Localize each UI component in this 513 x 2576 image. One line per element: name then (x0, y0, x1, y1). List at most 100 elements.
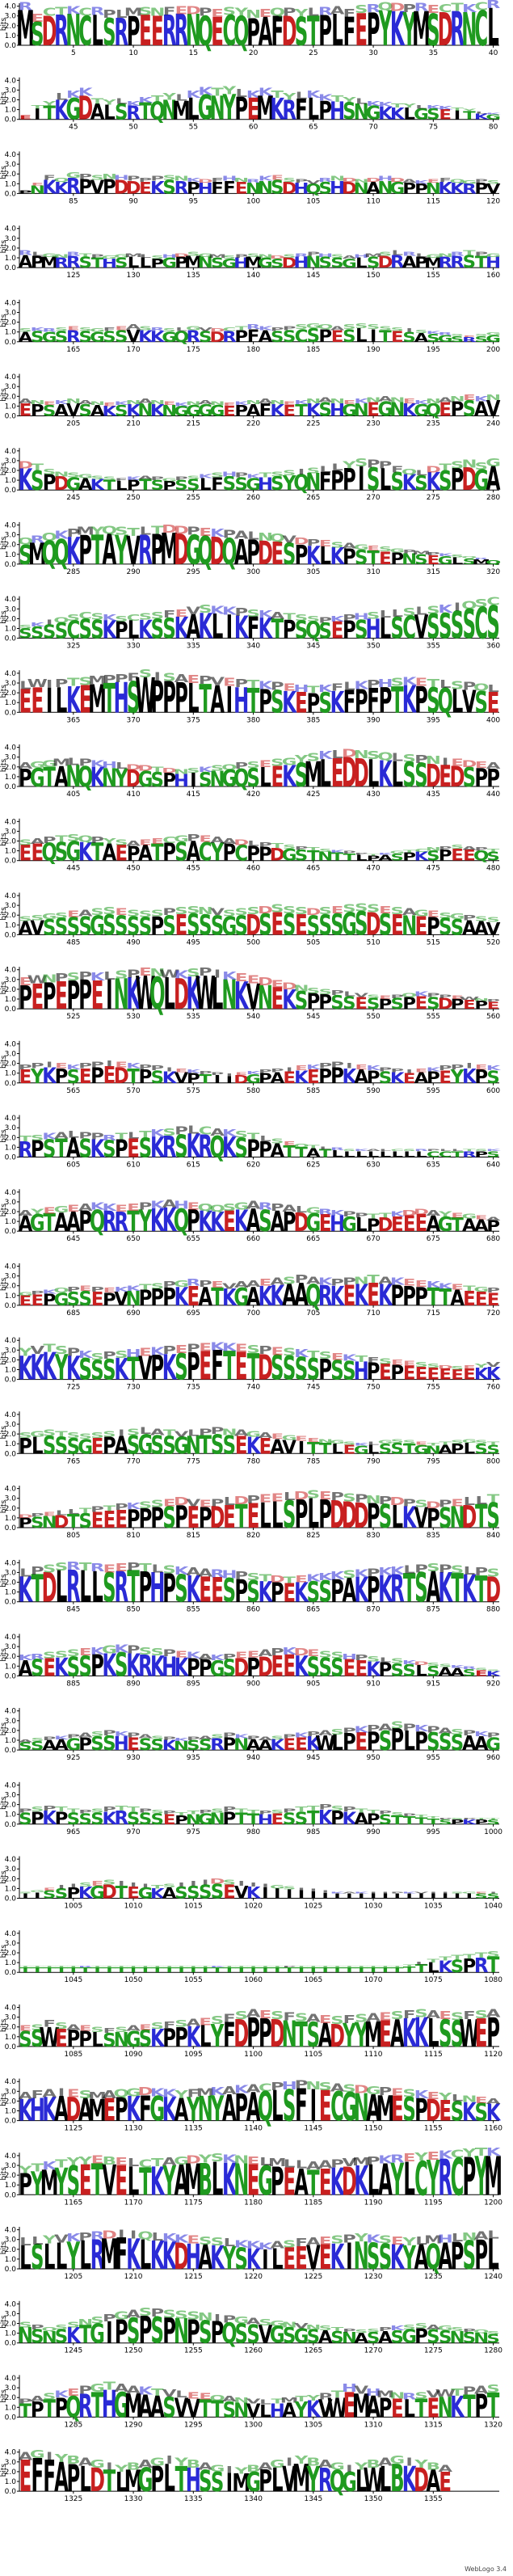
logo-letter: P (90, 254, 104, 259)
x-tick-label: 1140 (244, 2125, 263, 2133)
y-tick-label: 3.0 (5, 310, 17, 318)
logo-letter: A (138, 841, 153, 866)
logo-letter: S (90, 615, 103, 645)
logo-letter: L (391, 755, 403, 795)
logo-letter: S (103, 1878, 116, 1886)
logo-letter: S (486, 917, 499, 924)
x-tick-label: 830 (366, 1532, 380, 1540)
logo-letter: I (346, 1062, 353, 1070)
logo-letter: E (403, 1360, 416, 1368)
y-tick-label: 2.0 (5, 615, 17, 623)
logo-letter: L (116, 97, 128, 106)
y-tick-label: 1.0 (5, 1959, 17, 1967)
logo-letter: N (102, 763, 117, 793)
y-axis-label: bits (0, 240, 8, 254)
logo-letter: R (54, 255, 69, 271)
x-tick-label: 530 (126, 1013, 140, 1021)
logo-letter: P (451, 398, 465, 421)
logo-letter: P (295, 845, 309, 851)
logo-letter: T (367, 854, 381, 856)
logo-letter: S (355, 615, 368, 645)
logo-letter: E (391, 909, 404, 941)
logo-letter: S (391, 677, 404, 689)
logo-letter: D (210, 327, 225, 333)
logo-letter: K (126, 476, 141, 482)
logo-letter: Q (174, 328, 189, 345)
logo-letter: G (473, 464, 489, 496)
logo-letter: E (463, 847, 476, 864)
logo-letter: P (463, 681, 477, 693)
logo-letter: R (126, 103, 141, 124)
logo-letter: H (114, 174, 129, 181)
y-tick-label: 2.0 (5, 23, 17, 31)
x-tick-label: 910 (366, 1680, 380, 1688)
x-tick-label: 160 (486, 272, 500, 280)
logo-letter: A (186, 836, 200, 866)
x-tick-label: 775 (187, 1457, 200, 1465)
x-tick-label: 670 (366, 1235, 380, 1243)
logo-letter: P (78, 175, 92, 198)
logo-letter: K (318, 683, 334, 694)
logo-letter: P (271, 326, 284, 332)
logo-letter: P (271, 1067, 284, 1073)
logo-letter: S (367, 323, 380, 331)
logo-letter: S (486, 179, 499, 185)
y-tick-label: 0.0 (5, 2043, 17, 2051)
x-tick-label: 815 (187, 1532, 200, 1540)
logo-letter: T (151, 95, 165, 104)
logo-letter: S (283, 1886, 296, 1891)
logo-letter: G (210, 403, 225, 419)
y-tick-label: 1.0 (5, 2034, 17, 2042)
x-tick-label: 1320 (484, 2421, 502, 2429)
logo-letter: G (174, 834, 189, 845)
logo-letter: S (367, 903, 380, 915)
logo-letter: P (234, 254, 248, 259)
logo-letter: K (114, 400, 129, 407)
logo-letter: K (198, 765, 213, 774)
logo-row: 0.01.02.03.04.0bitsAKSRESKSSSSEPKKGSKKPR… (0, 1634, 501, 1688)
logo-letter: N (317, 850, 333, 864)
logo-letter: A (343, 255, 357, 259)
logo-letter: T (403, 850, 417, 854)
y-axis-label: bits (0, 2464, 8, 2477)
logo-letter: S (115, 327, 128, 346)
logo-letter: N (426, 180, 441, 197)
logo-letter: S (427, 4, 439, 56)
y-tick-label: 0.0 (5, 561, 17, 569)
logo-letter: S (175, 837, 187, 867)
logo-letter: D (42, 9, 57, 56)
logo-letter: K (438, 179, 453, 198)
logo-letter: R (318, 176, 333, 183)
x-tick-label: 105 (306, 197, 320, 205)
logo-letter: T (211, 86, 224, 99)
logo-letter: D (270, 845, 285, 865)
logo-letter: K (330, 544, 346, 571)
logo-letter: S (151, 613, 164, 644)
x-tick-label: 1170 (124, 2199, 143, 2207)
y-tick-label: 4.0 (5, 1856, 17, 1864)
x-tick-label: 465 (306, 865, 320, 873)
logo-letter: D (282, 179, 297, 198)
logo-letter: S (343, 326, 355, 346)
y-tick-label: 3.0 (5, 383, 17, 391)
logo-letter: S (78, 328, 91, 345)
logo-letter: P (295, 540, 309, 571)
logo-letter: E (79, 677, 92, 722)
logo-letter: S (223, 909, 236, 919)
logo-letter: T (91, 839, 104, 867)
logo-letter: L (187, 1429, 200, 1439)
logo-letter: K (66, 680, 82, 722)
logo-letter: T (295, 402, 308, 420)
logo-letter: K (54, 95, 69, 125)
logo-letter: T (139, 99, 152, 125)
x-tick-label: 1110 (364, 2051, 383, 2059)
y-tick-label: 2.0 (5, 838, 17, 846)
x-tick-label: 1090 (124, 2051, 143, 2059)
logo-letter: F (391, 466, 404, 475)
logo-letter: S (223, 474, 236, 495)
logo-letter: E (235, 1343, 248, 1355)
x-tick-label: 270 (366, 494, 380, 502)
logo-letter: E (331, 327, 344, 346)
x-tick-label: 770 (126, 1457, 140, 1465)
x-tick-label: 1350 (364, 2495, 383, 2503)
